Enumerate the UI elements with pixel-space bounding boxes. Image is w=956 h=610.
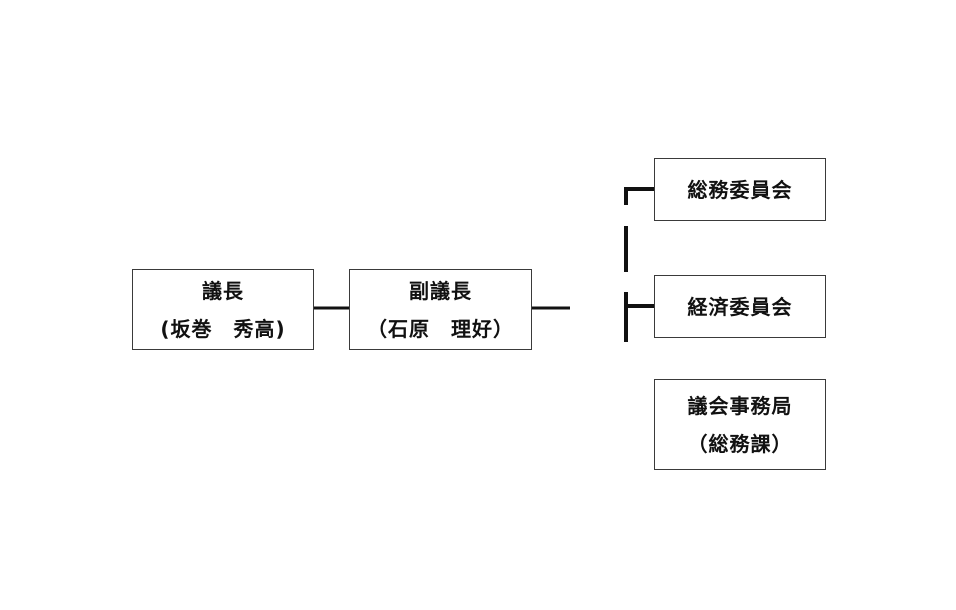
bracket-top-segment	[624, 187, 654, 205]
vice-chairman-name: （石原 理好）	[367, 316, 514, 341]
secretariat-dept: （総務課）	[687, 431, 793, 456]
chairman-name: (坂巻 秀高)	[160, 316, 286, 341]
secretariat-title: 議会事務局	[687, 393, 793, 418]
vice-chairman-title: 副議長	[409, 278, 472, 303]
committee-general-affairs-box: 総務委員会	[654, 158, 826, 221]
committee-economic-box: 経済委員会	[654, 275, 826, 338]
secretariat-box: 議会事務局 （総務課）	[654, 379, 826, 470]
chairman-title: 議長	[202, 278, 244, 303]
committee-general-affairs-label: 総務委員会	[687, 177, 793, 202]
vice-chairman-box: 副議長 （石原 理好）	[349, 269, 532, 350]
committee-economic-label: 経済委員会	[687, 294, 793, 319]
chairman-box: 議長 (坂巻 秀高)	[132, 269, 314, 350]
